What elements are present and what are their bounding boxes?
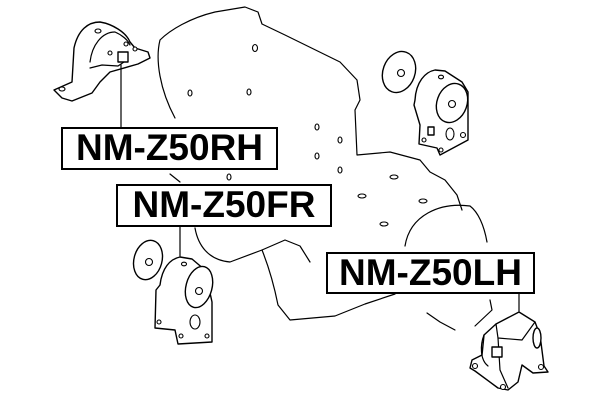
- fr-mount-part: [132, 225, 214, 345]
- rh-mount-part: [53, 21, 151, 128]
- part-label-nm-z50fr: NM-Z50FR: [116, 184, 332, 227]
- engine-block-outline: [157, 6, 493, 331]
- part-label-nm-z50rh: NM-Z50RH: [61, 127, 278, 170]
- lh-mount-part: [469, 292, 549, 391]
- part-label-nm-z50lh: NM-Z50LH: [326, 252, 535, 294]
- top-right-mount-part: [381, 50, 469, 156]
